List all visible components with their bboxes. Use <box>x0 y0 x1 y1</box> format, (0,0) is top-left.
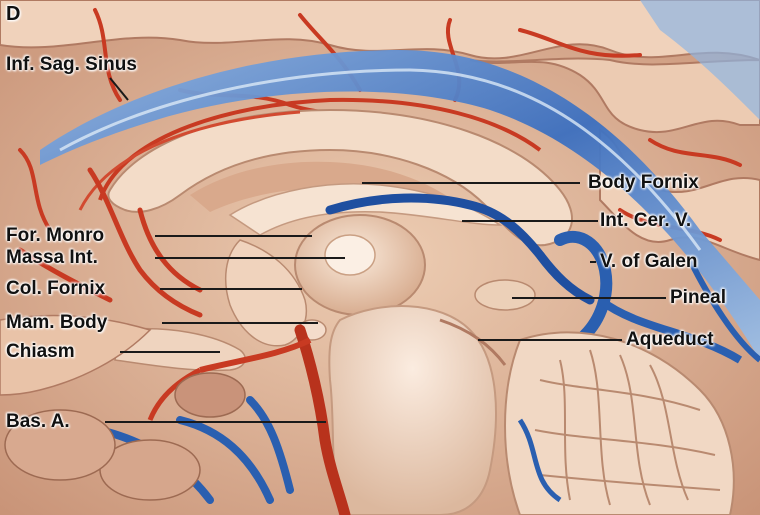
falx-edge <box>59 68 702 251</box>
label-int-cer-v: Int. Cer. V. <box>600 210 692 231</box>
lower-left-tissue <box>4 372 246 501</box>
basilar-artery <box>294 324 351 515</box>
massa-intermedia <box>324 234 376 276</box>
corpus-callosum <box>107 108 573 247</box>
leader-lines <box>105 77 666 423</box>
label-bas-a: Bas. A. <box>6 411 70 432</box>
vein-of-galen <box>554 230 613 341</box>
straight-sinus <box>640 0 760 120</box>
label-v-of-galen: V. of Galen <box>600 251 698 272</box>
label-col-fornix: Col. Fornix <box>6 278 106 299</box>
internal-cerebral-vein <box>325 193 595 305</box>
label-massa-int: Massa Int. <box>6 247 98 268</box>
label-body-fornix: Body Fornix <box>588 172 699 193</box>
label-mam-body: Mam. Body <box>6 312 108 333</box>
tentorium-veins <box>687 258 760 363</box>
brainstem <box>328 305 497 515</box>
label-for-monro: For. Monro <box>6 225 105 246</box>
panel-letter: D <box>6 3 21 25</box>
pineal-gland <box>474 279 536 311</box>
label-chiasm: Chiasm <box>6 341 75 362</box>
label-pineal: Pineal <box>670 287 726 308</box>
label-inf-sag-sinus: Inf. Sag. Sinus <box>6 54 137 75</box>
cerebellar-veins <box>517 418 562 503</box>
label-aqueduct: Aqueduct <box>626 329 714 350</box>
hypothalamus <box>224 239 307 347</box>
aqueduct-channel <box>439 318 507 366</box>
leader-inf-sag-sinus <box>109 77 129 101</box>
frontal-arteries <box>17 167 203 318</box>
frontal-base <box>0 314 152 396</box>
cerebellum <box>504 331 735 515</box>
